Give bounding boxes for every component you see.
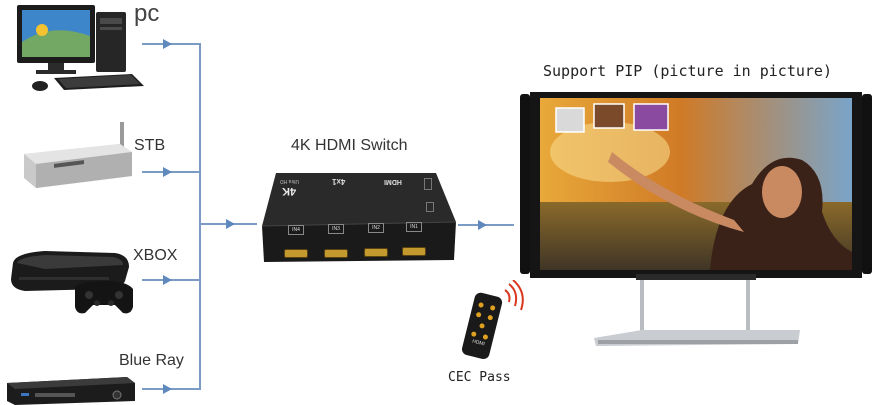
label-stb: STB bbox=[134, 137, 166, 154]
switch-model: 4x1 bbox=[332, 177, 346, 186]
port-label-in4: IN4 bbox=[288, 225, 304, 235]
label-xbox: XBOX bbox=[133, 247, 178, 264]
tv-device bbox=[520, 92, 872, 352]
arrow-tv-icon bbox=[478, 220, 487, 230]
console-illustration bbox=[11, 251, 133, 314]
cec-label: CEC Pass bbox=[448, 370, 511, 385]
hdmi-port-in2 bbox=[364, 248, 388, 257]
tv-illustration bbox=[520, 92, 872, 346]
bluray-illustration bbox=[7, 377, 135, 405]
switch-badge: 4K bbox=[282, 185, 297, 197]
hdmi-switch-box: HDMI 4x1 4K Ultra HD IN4 IN3 IN2 IN1 bbox=[258, 170, 458, 265]
switch-led-panel bbox=[424, 178, 432, 190]
hdmi-port-in3 bbox=[324, 249, 348, 258]
pc-illustration bbox=[17, 5, 144, 91]
remote-illustration bbox=[461, 279, 524, 360]
switch-title: 4K HDMI Switch bbox=[291, 137, 408, 154]
connector-trunk bbox=[199, 43, 201, 390]
remote-control: HDMI bbox=[455, 279, 530, 362]
arrow-pc-icon bbox=[163, 39, 172, 49]
arrow-switch-icon bbox=[226, 219, 235, 229]
stb-device bbox=[20, 118, 135, 198]
switch-badge-sub: Ultra HD bbox=[280, 178, 300, 184]
port-label-in1: IN1 bbox=[406, 222, 422, 232]
bluray-device bbox=[5, 373, 137, 405]
label-bluray: Blue Ray bbox=[119, 352, 184, 369]
switch-brand: HDMI bbox=[384, 178, 402, 185]
label-pc: pc bbox=[134, 0, 160, 27]
arrow-stb-icon bbox=[163, 167, 172, 177]
xbox-device bbox=[5, 247, 135, 319]
pip-label: Support PIP (picture in picture) bbox=[543, 62, 832, 80]
arrow-xbox-icon bbox=[163, 275, 172, 285]
port-label-in3: IN3 bbox=[328, 224, 344, 234]
hdmi-port-in1 bbox=[402, 247, 426, 256]
arrow-bluray-icon bbox=[163, 384, 172, 394]
port-label-in2: IN2 bbox=[368, 223, 384, 233]
stb-illustration bbox=[24, 122, 132, 188]
switch-ir-panel bbox=[426, 202, 434, 212]
hdmi-port-in4 bbox=[284, 249, 308, 258]
pc-device bbox=[12, 2, 147, 94]
